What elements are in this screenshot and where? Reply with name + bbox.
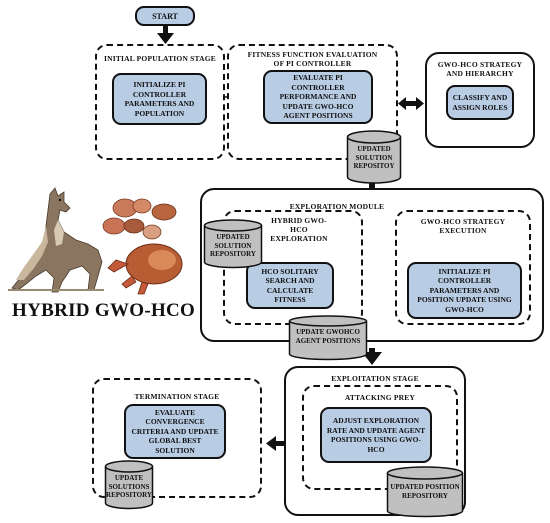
arrow-exploitation-to-termination [266,436,288,451]
database-icon [104,460,154,510]
database-icon [288,315,368,361]
termination-stage: TERMINATION STAGE [92,378,262,498]
updated-position-repository: UPDATED POSITION REPOSITORY [386,466,464,518]
initialize-pi-position-update-process: INITIALIZE PI CONTROLLER PARAMETERS AND … [407,262,522,319]
exploitation-stage-title: EXPLOITATION STAGE [331,374,419,383]
hybrid-gwo-hco-label: HYBRID GWO-HCO [12,300,196,321]
arrow-exploration-to-exploitation [362,348,382,365]
initialize-pi-process: INITIALIZE PI CONTROLLER PARAMETERS AND … [112,73,207,125]
strategy-hierarchy-stage: GWO-HCO STRATEGY AND HIERARCHY [425,52,535,148]
classify-assign-process: CLASSIFY AND ASSIGN ROLES [446,85,514,120]
update-solutions-repository: UPDATE SOLUTIONS REPOSITORY [104,460,154,510]
adjust-exploration-rate-process: ADJUST EXPLORATION RATE AND UPDATE AGENT… [320,407,432,463]
database-icon [203,219,263,269]
update-gwohco-repository-label: UPDATE GWOHCO AGENT POSITIONS [295,328,361,345]
exploration-module-title: EXPLORATION MODULE [289,202,385,211]
database-icon [386,466,464,518]
update-gwohco-repository: UPDATE GWOHCO AGENT POSITIONS [288,315,368,361]
termination-stage-title: TERMINATION STAGE [134,392,220,401]
wolf-icon [8,187,104,293]
fitness-evaluation-title: FITNESS FUNCTION EVALUATION OF PI CONTRO… [247,50,378,68]
arrow-start-to-initial [157,25,174,44]
updated-position-repository-label: UPDATED POSITION REPOSITORY [390,483,460,500]
evaluate-pi-process: EVALUATE PI CONTROLLER PERFORMANCE AND U… [263,70,373,124]
updated-solution-repository-top: UPDATED SOLUTION REPOSITOY [346,130,402,184]
database-icon [346,130,402,184]
start-label: START [152,11,178,21]
updated-solution-repository-top-label: UPDATED SOLUTION REPOSITOY [353,145,395,170]
evaluate-convergence-process: EVALUATE CONVERGENCE CRITERIA AND UPDATE… [124,404,226,459]
strategy-execution-title: GWO-HCO STRATEGY EXECUTION [420,217,506,235]
attacking-prey-title: ATTACKING PREY [344,393,416,402]
hermit-crab-icon [102,198,183,295]
updated-solution-repository-exploration: UPDATED SOLUTION REPOSITORY [203,219,263,269]
strategy-hierarchy-title: GWO-HCO STRATEGY AND HIERARCHY [437,60,523,78]
hco-solitary-search-process: HCO SOLITARY SEARCH AND CALCULATE FITNES… [246,262,334,309]
initial-population-title: INITIAL POPULATION STAGE [103,54,217,63]
updated-solution-repository-exploration-label: UPDATED SOLUTION REPOSITORY [210,233,256,258]
double-arrow-fitness-strategy [398,97,424,110]
start-terminator: START [135,6,195,26]
update-solutions-repository-label: UPDATE SOLUTIONS REPOSITORY [106,474,152,499]
hybrid-exploration-title: HYBRID GWO-HCO EXPLORATION [270,216,328,243]
